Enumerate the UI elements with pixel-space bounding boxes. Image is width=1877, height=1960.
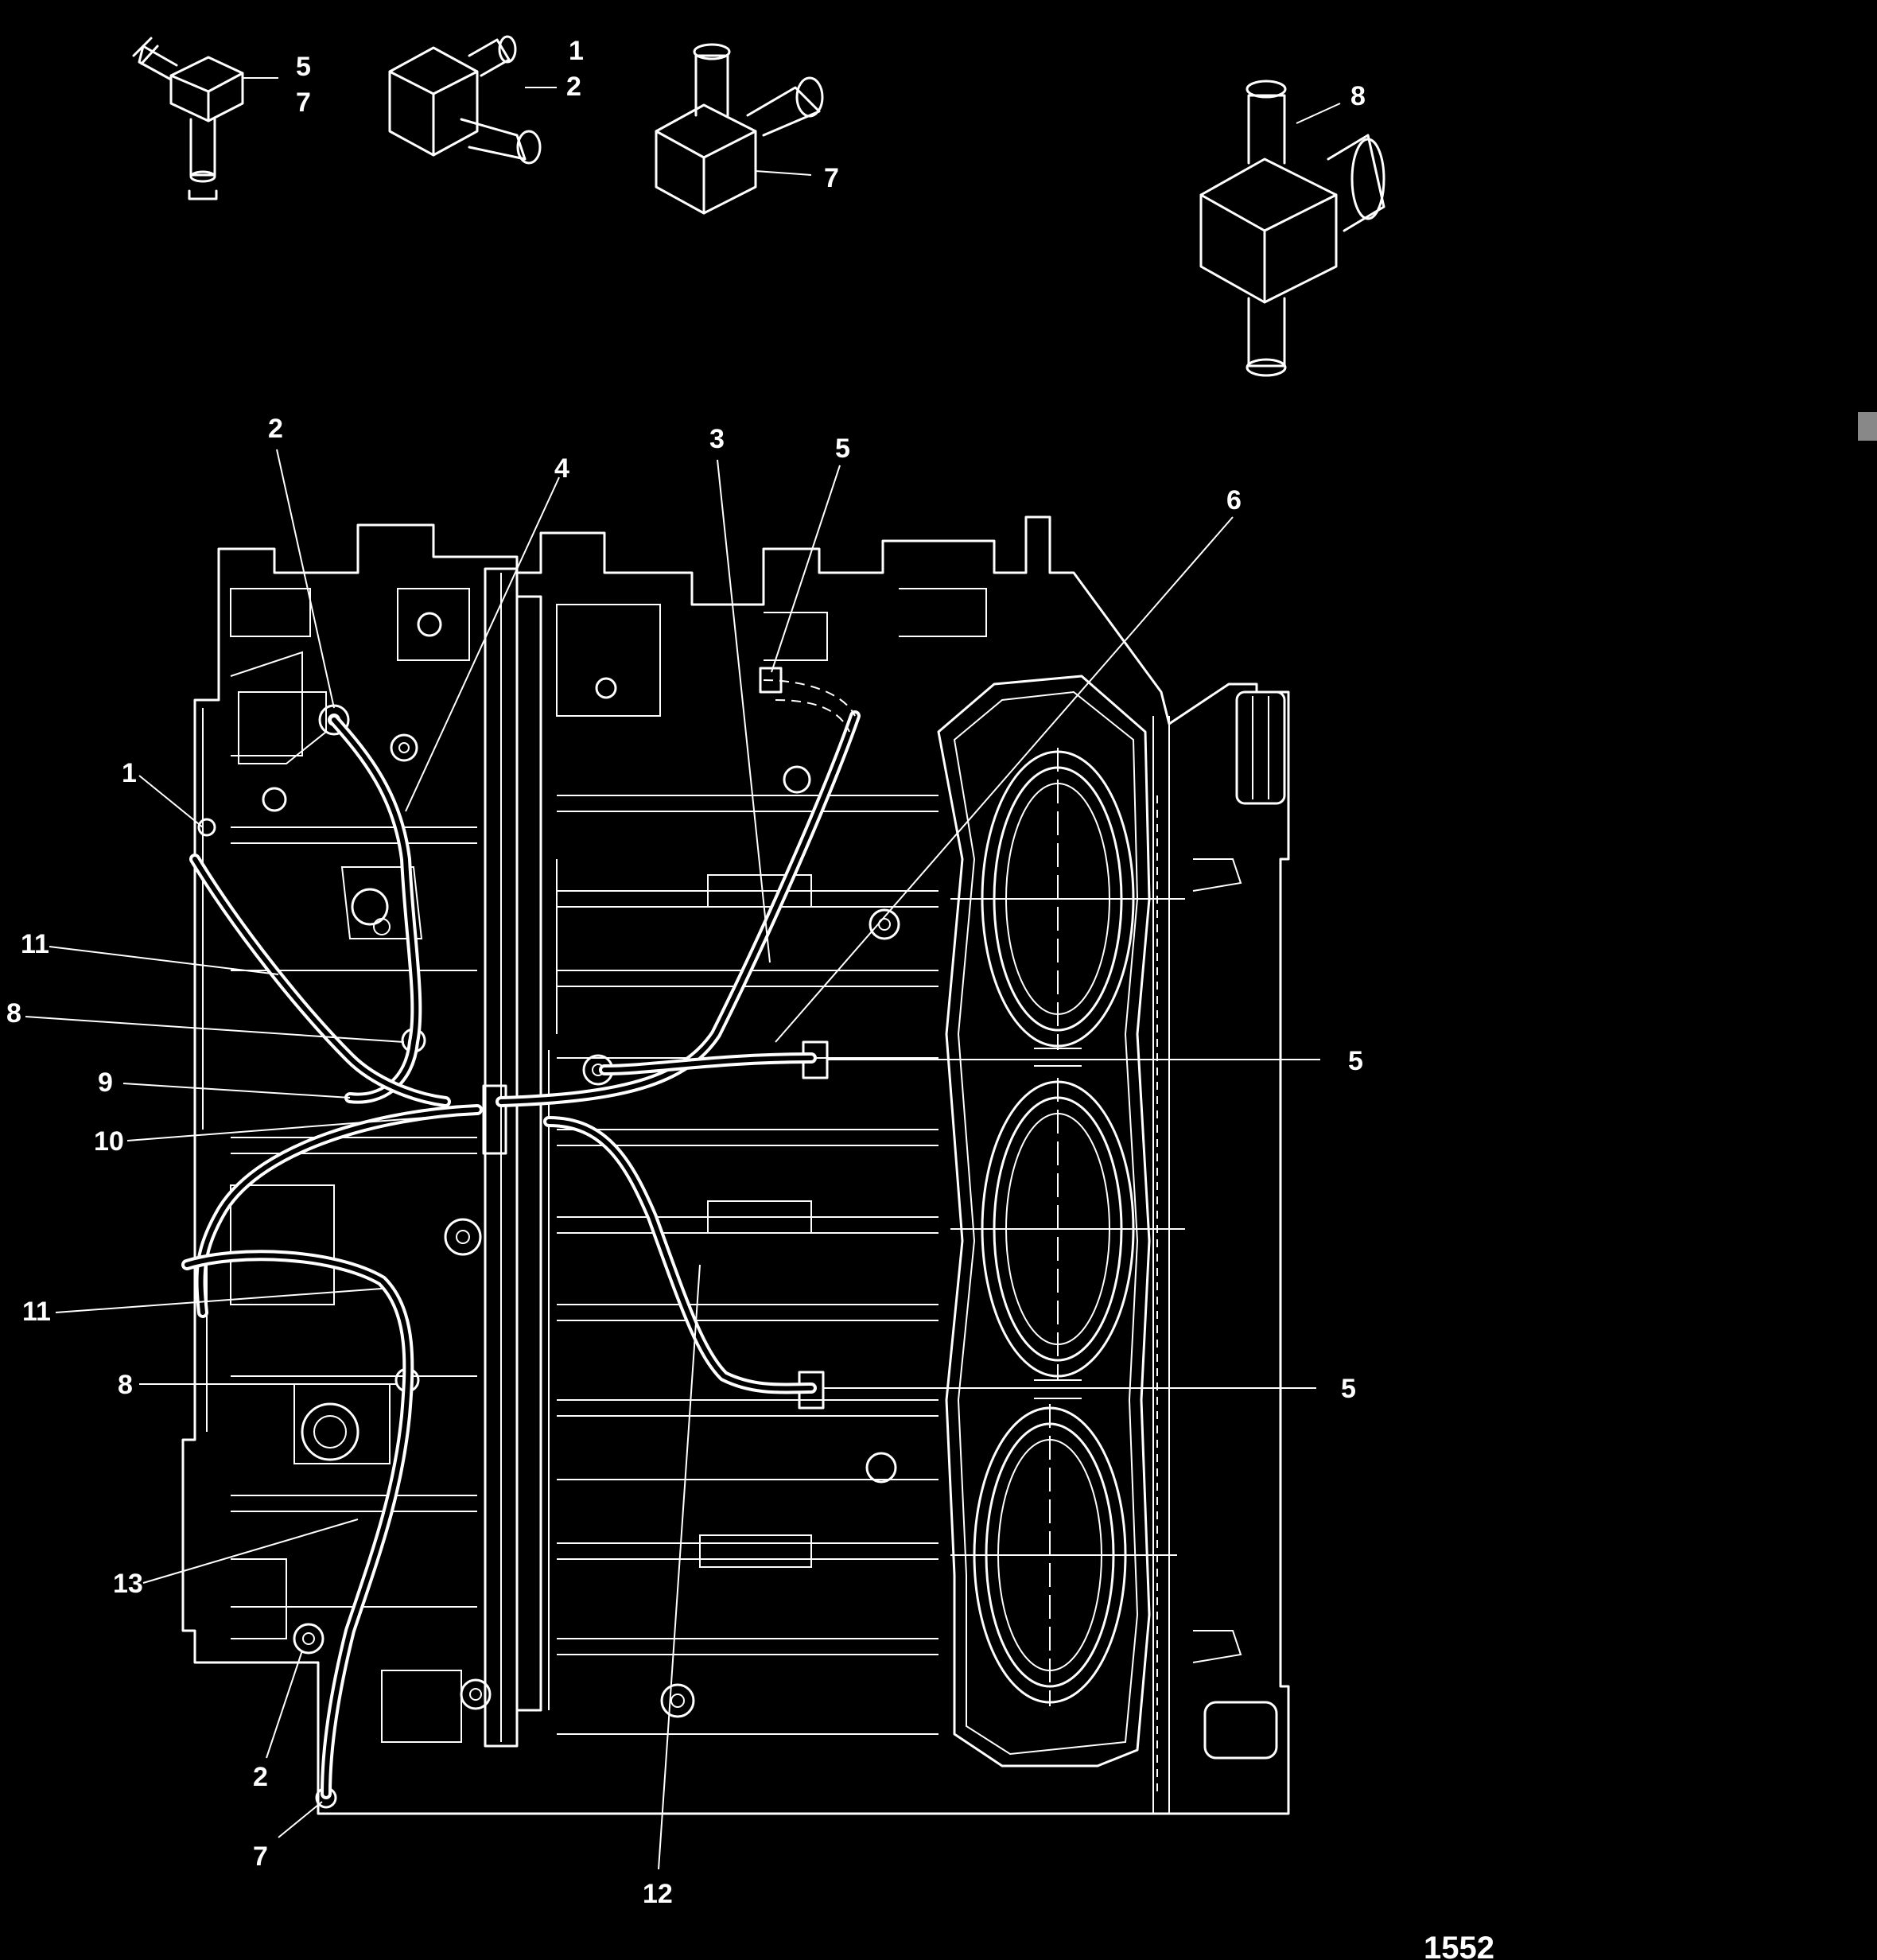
edge-mark	[1858, 412, 1877, 441]
callout-10: 10	[94, 1126, 124, 1157]
callout-6: 6	[1226, 485, 1242, 515]
callout-11-lower: 11	[22, 1297, 51, 1327]
fitting-a-label-1: 5	[296, 52, 311, 82]
callout-8-lower: 8	[118, 1370, 133, 1400]
callout-2-top: 2	[268, 414, 283, 444]
fitting-c-label-1: 7	[824, 163, 839, 193]
elbow-fitting-a	[132, 37, 278, 200]
callout-3: 3	[709, 424, 725, 454]
fitting-b-label-1: 1	[569, 36, 584, 66]
callout-12: 12	[643, 1879, 673, 1909]
callout-11-upper: 11	[21, 929, 49, 959]
tee-fitting-c	[655, 43, 824, 215]
callout-7: 7	[253, 1841, 268, 1872]
hose-routing	[181, 679, 861, 1799]
callout-13: 13	[113, 1569, 143, 1599]
figure-number: 1552	[1424, 1931, 1494, 1960]
callout-2-bottom: 2	[253, 1762, 268, 1792]
leader-lines	[25, 449, 1320, 1870]
fitting-d-label-1: 8	[1350, 81, 1366, 111]
tee-fitting-d	[1199, 80, 1385, 377]
callout-5-top: 5	[835, 434, 850, 464]
callout-5-mid: 5	[1348, 1046, 1363, 1076]
callout-1: 1	[122, 758, 137, 788]
callout-5-lower: 5	[1341, 1374, 1356, 1404]
fitting-b-label-2: 2	[566, 72, 581, 102]
tee-fitting-b	[388, 35, 557, 165]
cylinder-bores	[950, 748, 1185, 1706]
callout-4: 4	[554, 453, 569, 484]
callout-9: 9	[98, 1068, 113, 1098]
fitting-a-label-2: 7	[296, 88, 311, 118]
callout-8-upper: 8	[6, 998, 21, 1029]
